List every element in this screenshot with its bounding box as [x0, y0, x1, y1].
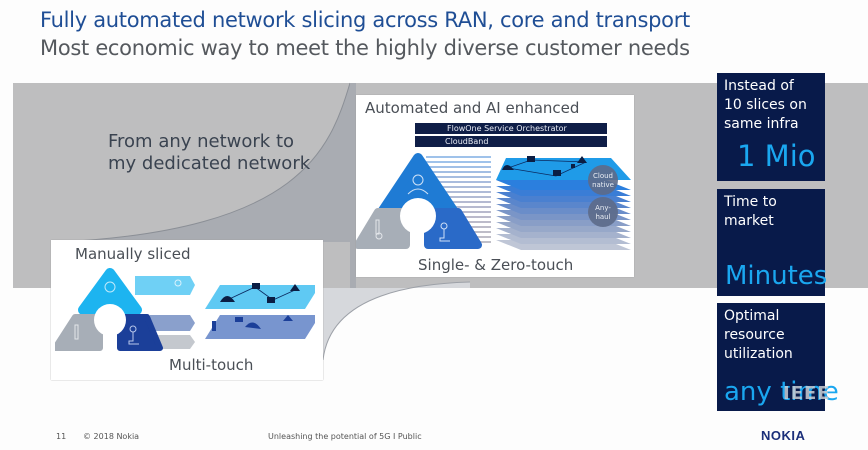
stat-tile-slices: Instead of 10 slices on same infra 1 Mio — [717, 73, 825, 181]
ieee-watermark: IEEE — [783, 383, 831, 404]
person-icon — [412, 174, 424, 186]
curve-line-lower — [322, 281, 471, 361]
plane-bottom — [205, 315, 315, 339]
cloudband-bar: CloudBand — [415, 136, 607, 147]
curve-fill-strip — [350, 83, 356, 288]
stat-value: any time — [724, 377, 839, 407]
stat-tile-time: Time to market Minutes — [717, 189, 828, 296]
manual-center-hole — [94, 304, 126, 336]
automated-card-caption: Single- & Zero-touch — [418, 256, 574, 274]
stat-label: Optimal resource utilization — [724, 308, 793, 362]
cloud-native-line2: native — [592, 181, 614, 189]
plane-top — [205, 285, 315, 309]
manual-thermometer-icon — [74, 324, 79, 340]
tab-top — [135, 276, 195, 295]
network-planes — [205, 283, 315, 339]
node-icon — [527, 156, 535, 162]
stat-label: Time to market — [724, 194, 777, 229]
copyright: © 2018 Nokia — [83, 432, 140, 441]
curve-fill-lower — [323, 282, 470, 360]
manual-person-icon — [104, 281, 116, 293]
thermometer-icon — [375, 219, 380, 235]
page-number: 11 — [56, 432, 67, 441]
footer-center-text: Unleashing the potential of 5G I Public — [268, 432, 422, 441]
any-haul-badge — [588, 197, 618, 227]
triangle-left-segment — [356, 208, 410, 249]
stat-value: Minutes — [725, 261, 828, 291]
manual-card-caption: Multi-touch — [169, 356, 254, 374]
slide-title: Fully automated network slicing across R… — [40, 8, 690, 32]
curve-line-upper — [59, 82, 351, 243]
automated-card-title: Automated and AI enhanced — [365, 99, 580, 117]
manual-card-title: Manually sliced — [75, 245, 191, 263]
cloud-native-badge — [588, 165, 618, 195]
manual-triangle-right — [117, 314, 163, 351]
stat-value: 1 Mio — [737, 139, 816, 173]
stat-label: Instead of 10 slices on same infra — [724, 78, 807, 132]
lead-line-2: my dedicated network — [108, 153, 311, 174]
nokia-logo: NOKIA — [761, 428, 806, 443]
automated-illustration: Cloud native Any- haul — [356, 153, 631, 250]
tab-middle — [150, 315, 195, 331]
any-haul-line1: Any- — [595, 204, 611, 212]
triangle-center-hole — [400, 198, 436, 234]
curve-fill-upper — [60, 83, 350, 242]
lead-text: From any network to my dedicated network — [108, 131, 310, 175]
triangle-right-segment — [424, 208, 482, 249]
any-haul-line2: haul — [595, 213, 610, 221]
slide-subtitle: Most economic way to meet the highly div… — [40, 36, 690, 60]
flowone-bar: FlowOne Service Orchestrator — [415, 123, 607, 134]
lead-line-1: From any network to — [108, 131, 295, 152]
stat-tile-resource: Optimal resource utilization any time IE… — [717, 303, 839, 411]
cloud-native-line1: Cloud — [593, 172, 613, 180]
cloud-node-icon — [502, 165, 514, 170]
manual-illustration — [55, 268, 315, 351]
